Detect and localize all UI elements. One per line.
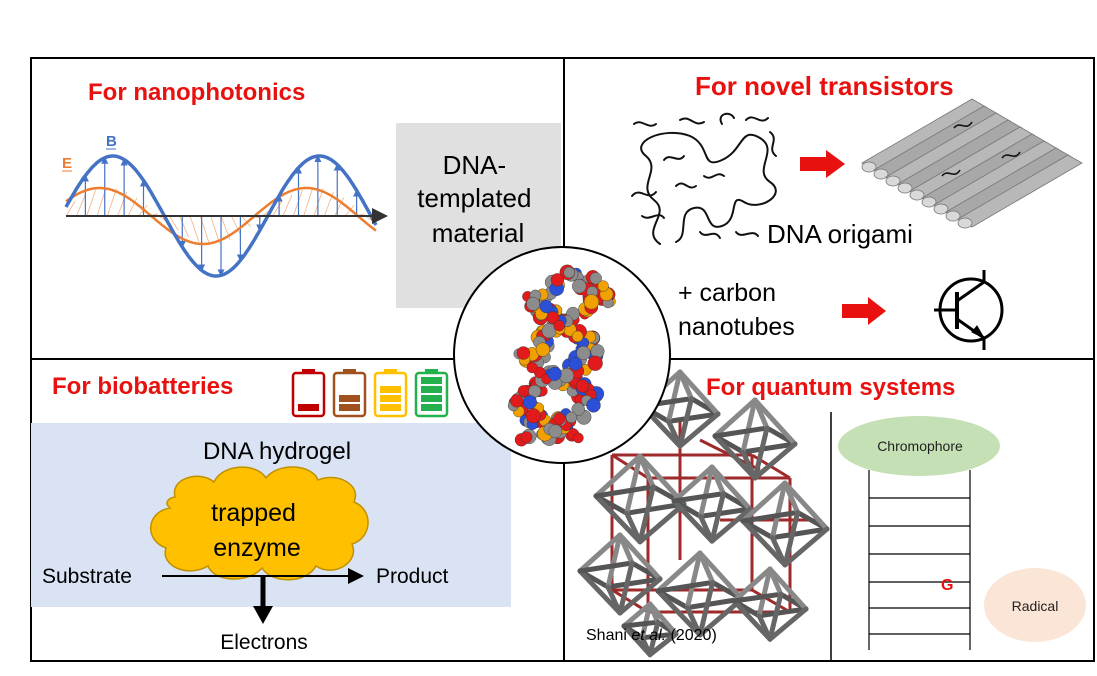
- electrons-label: Electrons: [220, 631, 308, 654]
- chromophore-ellipse: [838, 416, 1000, 476]
- panel-nanophotonics: For nanophotonics B E DNA- templated mat…: [62, 79, 561, 308]
- dna-frame-lattice: [577, 369, 830, 658]
- dna-origami-label: DNA origami: [767, 219, 913, 249]
- panel-title-transistors: For novel transistors: [695, 71, 954, 101]
- chromophore-label: Chromophore: [877, 438, 963, 454]
- electron-arrow-head: [253, 606, 273, 624]
- enzyme-cloud: [149, 466, 369, 581]
- e-field-label: E: [62, 155, 72, 172]
- panel-biobatteries: For biobatteries DNA hydrogel trapped en…: [31, 369, 511, 654]
- panel-title-quantum: For quantum systems: [706, 374, 955, 401]
- radical-ellipse: [984, 568, 1086, 642]
- panel-transistors: For novel transistors DNA origami + carb…: [631, 71, 1083, 350]
- b-field-label: B: [106, 133, 117, 150]
- dna-origami-bundle: [861, 98, 1083, 229]
- battery-icons: [291, 369, 449, 418]
- em-wave-diagram: B E: [62, 133, 388, 278]
- arrow-right-transistor: [842, 297, 886, 325]
- dna-ladder: [868, 470, 971, 650]
- e-field-wave: [65, 186, 377, 246]
- citation: Shani et al. (2020): [586, 627, 717, 644]
- panel-quantum: For quantum systems Shani et al. (2020) …: [577, 369, 1086, 661]
- guanine-label: G: [941, 577, 953, 594]
- transistor-symbol-icon: [934, 270, 1004, 350]
- radical-label: Radical: [1012, 598, 1059, 614]
- product-label: Product: [376, 565, 449, 588]
- dna-space-filling-model: [507, 264, 616, 447]
- carbon-nanotubes-label: + carbon nanotubes: [678, 279, 795, 341]
- panel-title-nanophotonics: For nanophotonics: [88, 79, 305, 106]
- hydrogel-label: DNA hydrogel: [203, 438, 351, 465]
- substrate-label: Substrate: [42, 565, 132, 588]
- b-field-wave: [64, 154, 378, 278]
- arrow-right-origami: [800, 150, 845, 178]
- e-field-hatching: [65, 187, 375, 245]
- dna-strand-tangle: [631, 112, 777, 245]
- panel-title-biobatteries: For biobatteries: [52, 373, 233, 400]
- material-label: DNA- templated material: [417, 150, 538, 248]
- center-dna-model: [453, 246, 671, 464]
- enzyme-label: trapped enzyme: [211, 499, 303, 562]
